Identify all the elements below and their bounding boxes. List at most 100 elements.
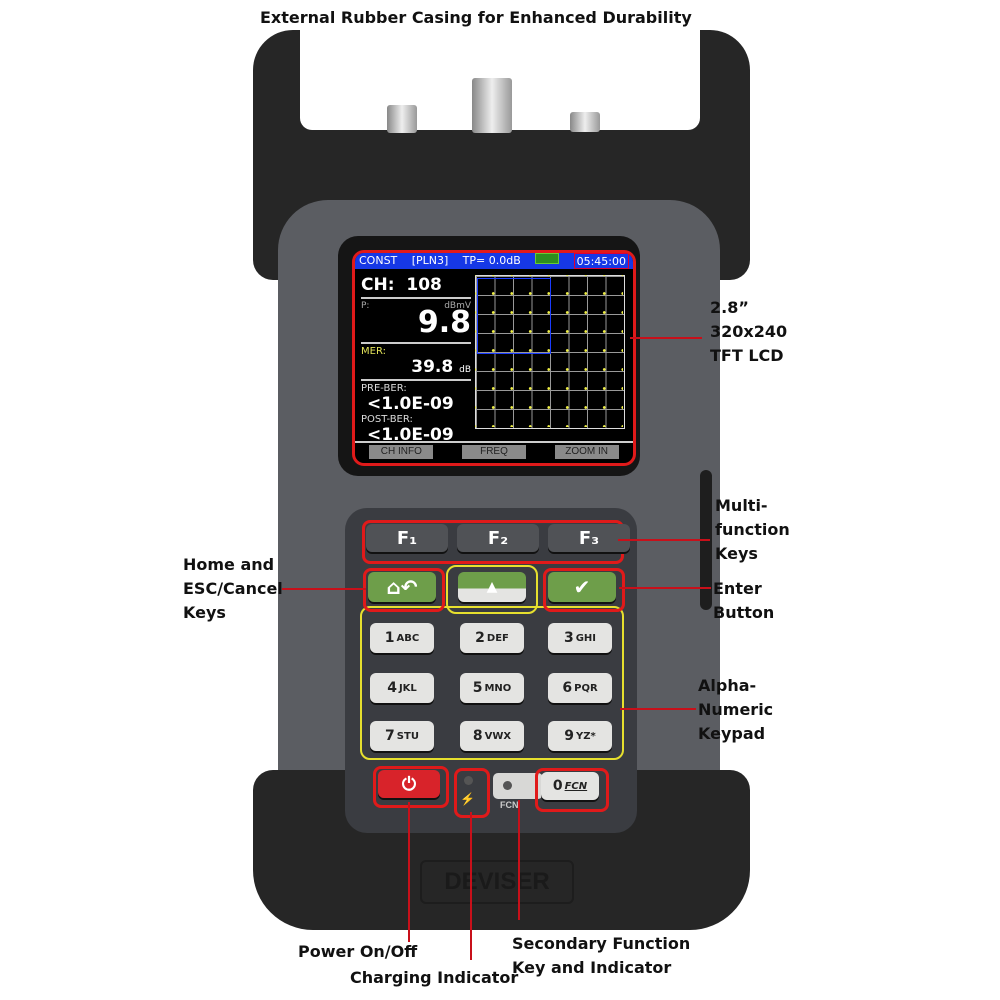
softkey-freq[interactable]: FREQ bbox=[461, 445, 526, 459]
label-lcd-line: 2.8” bbox=[710, 298, 749, 317]
clock: 05:45:00 bbox=[573, 253, 629, 269]
key-digit: 0 bbox=[552, 778, 563, 794]
key-digit: 2 bbox=[475, 630, 485, 646]
post-ber-label: POST-BER: bbox=[361, 414, 413, 425]
f1-key[interactable]: F₁ bbox=[366, 524, 448, 552]
brand-logo: DEVISER bbox=[420, 860, 574, 904]
power-value: 9.8 bbox=[417, 305, 471, 340]
highlight-enter bbox=[543, 568, 625, 612]
pointer-line bbox=[619, 587, 711, 589]
home-esc-key[interactable]: ⌂↶ bbox=[368, 572, 436, 602]
label-line: Keypad bbox=[698, 724, 766, 743]
zoom-selection-box bbox=[477, 278, 551, 354]
pointer-line bbox=[618, 539, 710, 541]
label-home-esc: Home and ESC/Cancel Keys bbox=[183, 553, 283, 625]
plan-label: [PLN3] bbox=[411, 254, 449, 267]
battery-icon bbox=[535, 253, 560, 264]
label-power: Power On/Off bbox=[298, 942, 418, 961]
enter-key[interactable]: ✔ bbox=[548, 572, 616, 602]
label-line: Home and bbox=[183, 555, 275, 574]
highlight-charging bbox=[454, 768, 490, 818]
highlight-keypad-top bbox=[446, 565, 538, 614]
label-lcd-line: TFT LCD bbox=[710, 346, 784, 365]
key-digit: 6 bbox=[562, 680, 573, 696]
highlight-keypad bbox=[360, 606, 624, 760]
mer-label: MER: bbox=[361, 346, 386, 357]
key-digit: 8 bbox=[472, 728, 483, 744]
power-button[interactable]: ⏻ bbox=[378, 770, 440, 798]
power-label: P: bbox=[361, 301, 370, 311]
softkey-zoom-in[interactable]: ZOOM IN bbox=[554, 445, 619, 459]
key-letters: GHI bbox=[575, 632, 597, 644]
label-line: Keys bbox=[183, 603, 226, 622]
key-digit: 9 bbox=[564, 728, 574, 744]
key-digit: 5 bbox=[472, 680, 483, 696]
channel-label: CH: bbox=[361, 275, 395, 295]
key-digit: 7 bbox=[385, 728, 395, 744]
charging-led bbox=[464, 776, 473, 785]
highlight-fcn bbox=[535, 768, 609, 812]
key-letters: DEF bbox=[486, 632, 509, 644]
label-line: Button bbox=[713, 603, 775, 622]
f3-key[interactable]: F₃ bbox=[548, 524, 630, 552]
label-lcd: 2.8” 320x240 TFT LCD bbox=[710, 296, 787, 368]
key-digit: 4 bbox=[387, 680, 397, 696]
mer-unit: dB bbox=[459, 365, 471, 375]
key-digit: 3 bbox=[563, 630, 574, 646]
label-charging: Charging Indicator bbox=[350, 968, 519, 987]
up-key[interactable]: ▲ bbox=[458, 572, 526, 602]
key-letters: STU bbox=[396, 730, 419, 742]
pointer-line bbox=[630, 337, 702, 339]
key-letters: MNO bbox=[484, 682, 512, 694]
label-line: Key and Indicator bbox=[512, 958, 672, 977]
softkey-bar: CH INFO FREQ ZOOM IN bbox=[355, 441, 633, 459]
lcd-screen: CONST [PLN3] TP= 0.0dB 05:45:00 CH: 108 … bbox=[352, 250, 636, 466]
pre-ber-value: <1.0E-09 bbox=[367, 394, 454, 414]
measurement-pane: CH: 108 P:dBmV 9.8 MER: 39.8 dB PRE-BER:… bbox=[361, 275, 471, 445]
bnc-connector bbox=[472, 78, 512, 133]
post-ber-value: <1.0E-09 bbox=[367, 425, 454, 445]
label-line: function bbox=[715, 520, 790, 539]
pre-ber-label: PRE-BER: bbox=[361, 383, 407, 394]
pointer-line bbox=[282, 588, 366, 590]
pointer-line bbox=[470, 812, 472, 960]
pointer-line bbox=[620, 708, 696, 710]
f-connector-right bbox=[570, 112, 600, 132]
key-letters: JKL bbox=[398, 682, 417, 694]
label-line: Alpha- bbox=[698, 676, 757, 695]
key-letters: VWX bbox=[484, 730, 512, 742]
key-letters: ABC bbox=[396, 632, 420, 644]
f-connector-left bbox=[387, 105, 417, 133]
key-letters: PQR bbox=[574, 682, 598, 694]
charging-icon: ⚡ bbox=[460, 792, 475, 806]
label-line: Secondary Function bbox=[512, 934, 691, 953]
pointer-line bbox=[408, 802, 410, 942]
power-unit: dBmV bbox=[444, 301, 471, 311]
mode-label: CONST bbox=[359, 254, 398, 267]
key-digit: 1 bbox=[384, 630, 395, 646]
label-multifunction: Multi- function Keys bbox=[715, 494, 790, 566]
mer-value: 39.8 bbox=[411, 357, 454, 377]
label-secondary: Secondary Function Key and Indicator bbox=[512, 932, 690, 980]
label-enter: Enter Button bbox=[713, 577, 774, 625]
fcn-indicator-label: FCN bbox=[500, 800, 519, 810]
status-bar: CONST [PLN3] TP= 0.0dB 05:45:00 bbox=[355, 253, 633, 269]
label-line: Keys bbox=[715, 544, 758, 563]
key-letters: FCN bbox=[564, 780, 588, 792]
tilt-label: TP= 0.0dB bbox=[462, 254, 521, 267]
label-line: ESC/Cancel bbox=[183, 579, 283, 598]
label-line: Multi- bbox=[715, 496, 768, 515]
constellation-points bbox=[475, 275, 623, 427]
softkey-ch-info[interactable]: CH INFO bbox=[369, 445, 434, 459]
f2-key[interactable]: F₂ bbox=[457, 524, 539, 552]
